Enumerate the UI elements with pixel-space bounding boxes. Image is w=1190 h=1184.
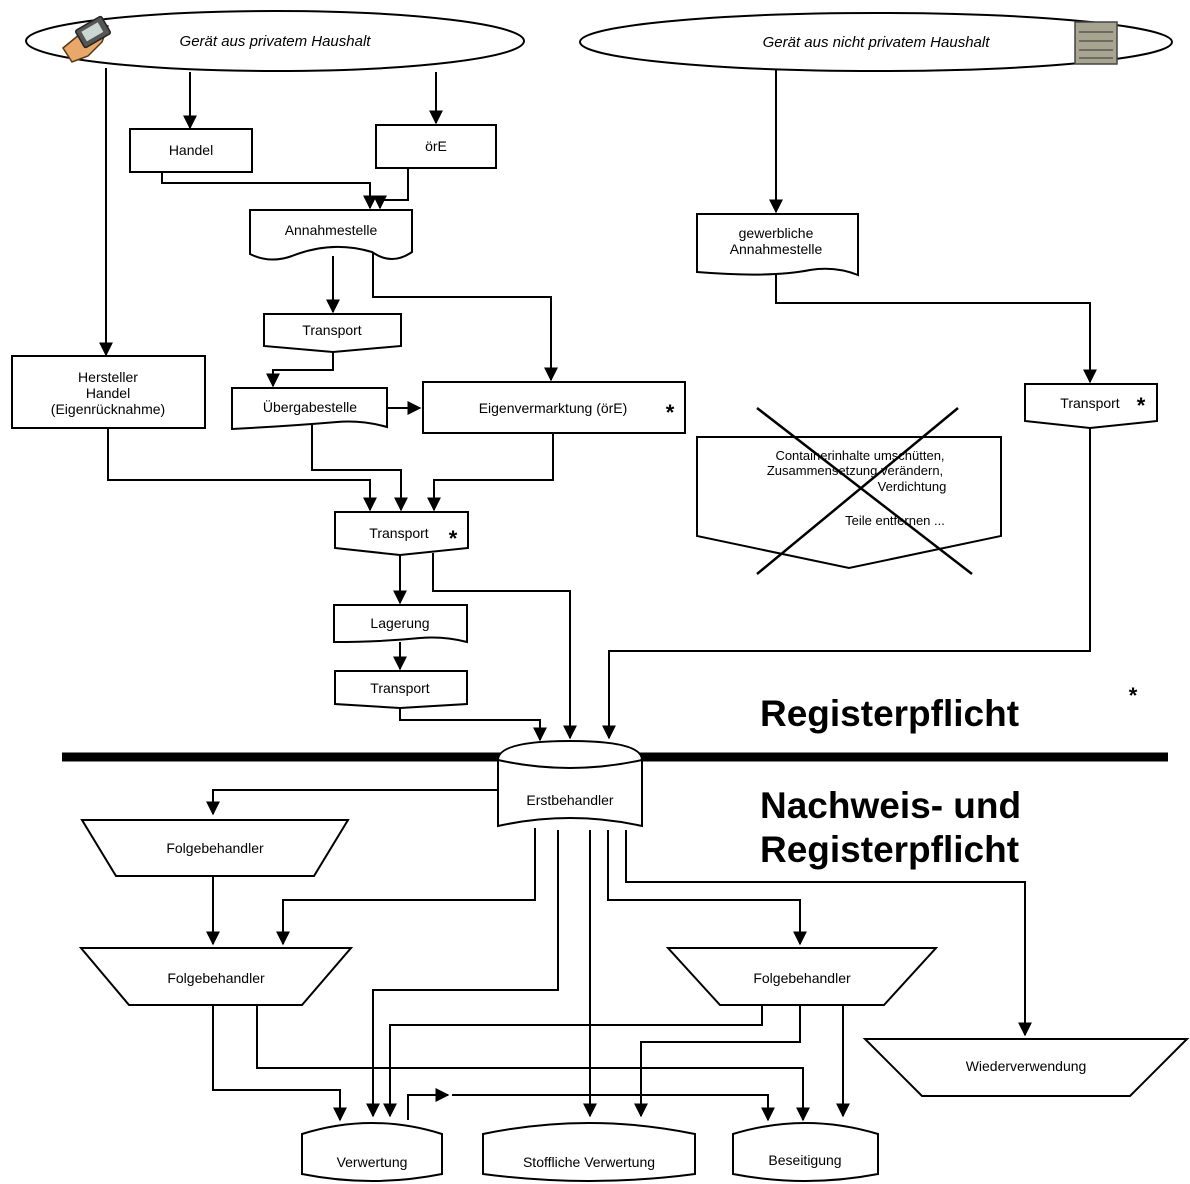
folgebehandler-2-label: Folgebehandler — [167, 970, 265, 986]
lagerung-label: Lagerung — [370, 615, 429, 631]
gewerbliche-annahmestelle-node: gewerbliche Annahmestelle — [696, 213, 859, 277]
beseitigung-label: Beseitigung — [768, 1152, 841, 1168]
wiederverwendung-node: Wiederverwendung — [862, 1038, 1190, 1097]
nachweis-heading-line-1: Nachweis- und — [760, 785, 1021, 826]
nonprivate-household-label: Gerät aus nicht privatem Haushalt — [763, 34, 991, 51]
hersteller-line-2: Handel — [86, 385, 130, 401]
stoffliche-verwertung-label: Stoffliche Verwertung — [523, 1154, 655, 1170]
edges — [99, 68, 1097, 1122]
folgebehandler-3-label: Folgebehandler — [753, 970, 851, 986]
handel-label: Handel — [169, 142, 213, 158]
cross-line-1 — [756, 407, 973, 575]
folgebehandler-2-node: Folgebehandler — [78, 947, 354, 1006]
asterisk-transport-right: * — [1137, 393, 1146, 418]
stoffliche-verwertung-node: Stoffliche Verwertung — [482, 1122, 696, 1182]
oere-label: örE — [425, 138, 447, 154]
asterisk-eigenvermarktung: * — [666, 400, 675, 425]
registerpflicht-heading: Registerpflicht — [760, 693, 1019, 734]
transport-right-label: Transport — [1060, 395, 1120, 411]
eigenvermarktung-node: Eigenvermarktung (örE) * — [422, 381, 686, 434]
verwertung-node: Verwertung — [301, 1122, 443, 1182]
gewerbliche-annahmestelle-line-2: Annahmestelle — [730, 241, 823, 257]
cross-line-2 — [756, 407, 959, 575]
eigenvermarktung-label: Eigenvermarktung (örE) — [479, 400, 628, 416]
uebergabestelle-label: Übergabestelle — [263, 398, 357, 415]
folgebehandler-1-label: Folgebehandler — [166, 840, 264, 856]
transport-1-label: Transport — [302, 322, 362, 338]
crossed-note-line-4: Teile entfernen ... — [845, 513, 945, 528]
lagerung-node: Lagerung — [333, 604, 468, 644]
transport-2-node: Transport * — [334, 511, 469, 557]
private-household-node: Gerät aus privatem Haushalt — [25, 10, 525, 72]
erstbehandler-node: Erstbehandler — [497, 739, 643, 828]
verwertung-label: Verwertung — [337, 1154, 408, 1170]
hersteller-line-1: Hersteller — [78, 369, 138, 385]
crossed-note-line-1: Containerinhalte umschütten, — [775, 448, 944, 463]
crossed-note-line-3: Verdichtung — [878, 479, 947, 494]
transport-1-node: Transport — [263, 313, 402, 354]
cabinet-server-icon — [1074, 21, 1118, 65]
asterisk-transport-2: * — [449, 526, 458, 551]
handel-node: Handel — [129, 128, 253, 173]
transport-2-label: Transport — [369, 525, 429, 541]
crossed-out-note: Containerinhalte umschütten, Zusammenset… — [696, 407, 1002, 575]
oere-node: örE — [375, 124, 497, 169]
transport-right-node: Transport * — [1024, 383, 1158, 430]
private-household-label: Gerät aus privatem Haushalt — [180, 33, 372, 50]
nachweis-heading-line-2: Registerpflicht — [760, 829, 1019, 870]
crossed-note-line-2: Zusammensetzung verändern, — [767, 463, 943, 478]
hersteller-line-3: (Eigenrücknahme) — [51, 401, 165, 417]
annahmestelle-label: Annahmestelle — [285, 222, 378, 238]
uebergabestelle-node: Übergabestelle — [231, 387, 388, 431]
erstbehandler-label: Erstbehandler — [526, 792, 614, 808]
folgebehandler-3-node: Folgebehandler — [665, 947, 939, 1006]
folgebehandler-1-node: Folgebehandler — [80, 819, 350, 877]
beseitigung-node: Beseitigung — [732, 1122, 879, 1182]
gewerbliche-annahmestelle-line-1: gewerbliche — [739, 225, 814, 241]
transport-3-label: Transport — [370, 680, 430, 696]
asterisk-legend: * — [1129, 683, 1138, 708]
wiederverwendung-label: Wiederverwendung — [966, 1058, 1087, 1074]
transport-3-node: Transport — [334, 670, 468, 710]
hand-device-icon — [62, 15, 112, 63]
nonprivate-household-node: Gerät aus nicht privatem Haushalt — [579, 12, 1173, 72]
hersteller-node: Hersteller Handel (Eigenrücknahme) — [11, 355, 206, 429]
annahmestelle-node: Annahmestelle — [249, 209, 413, 261]
